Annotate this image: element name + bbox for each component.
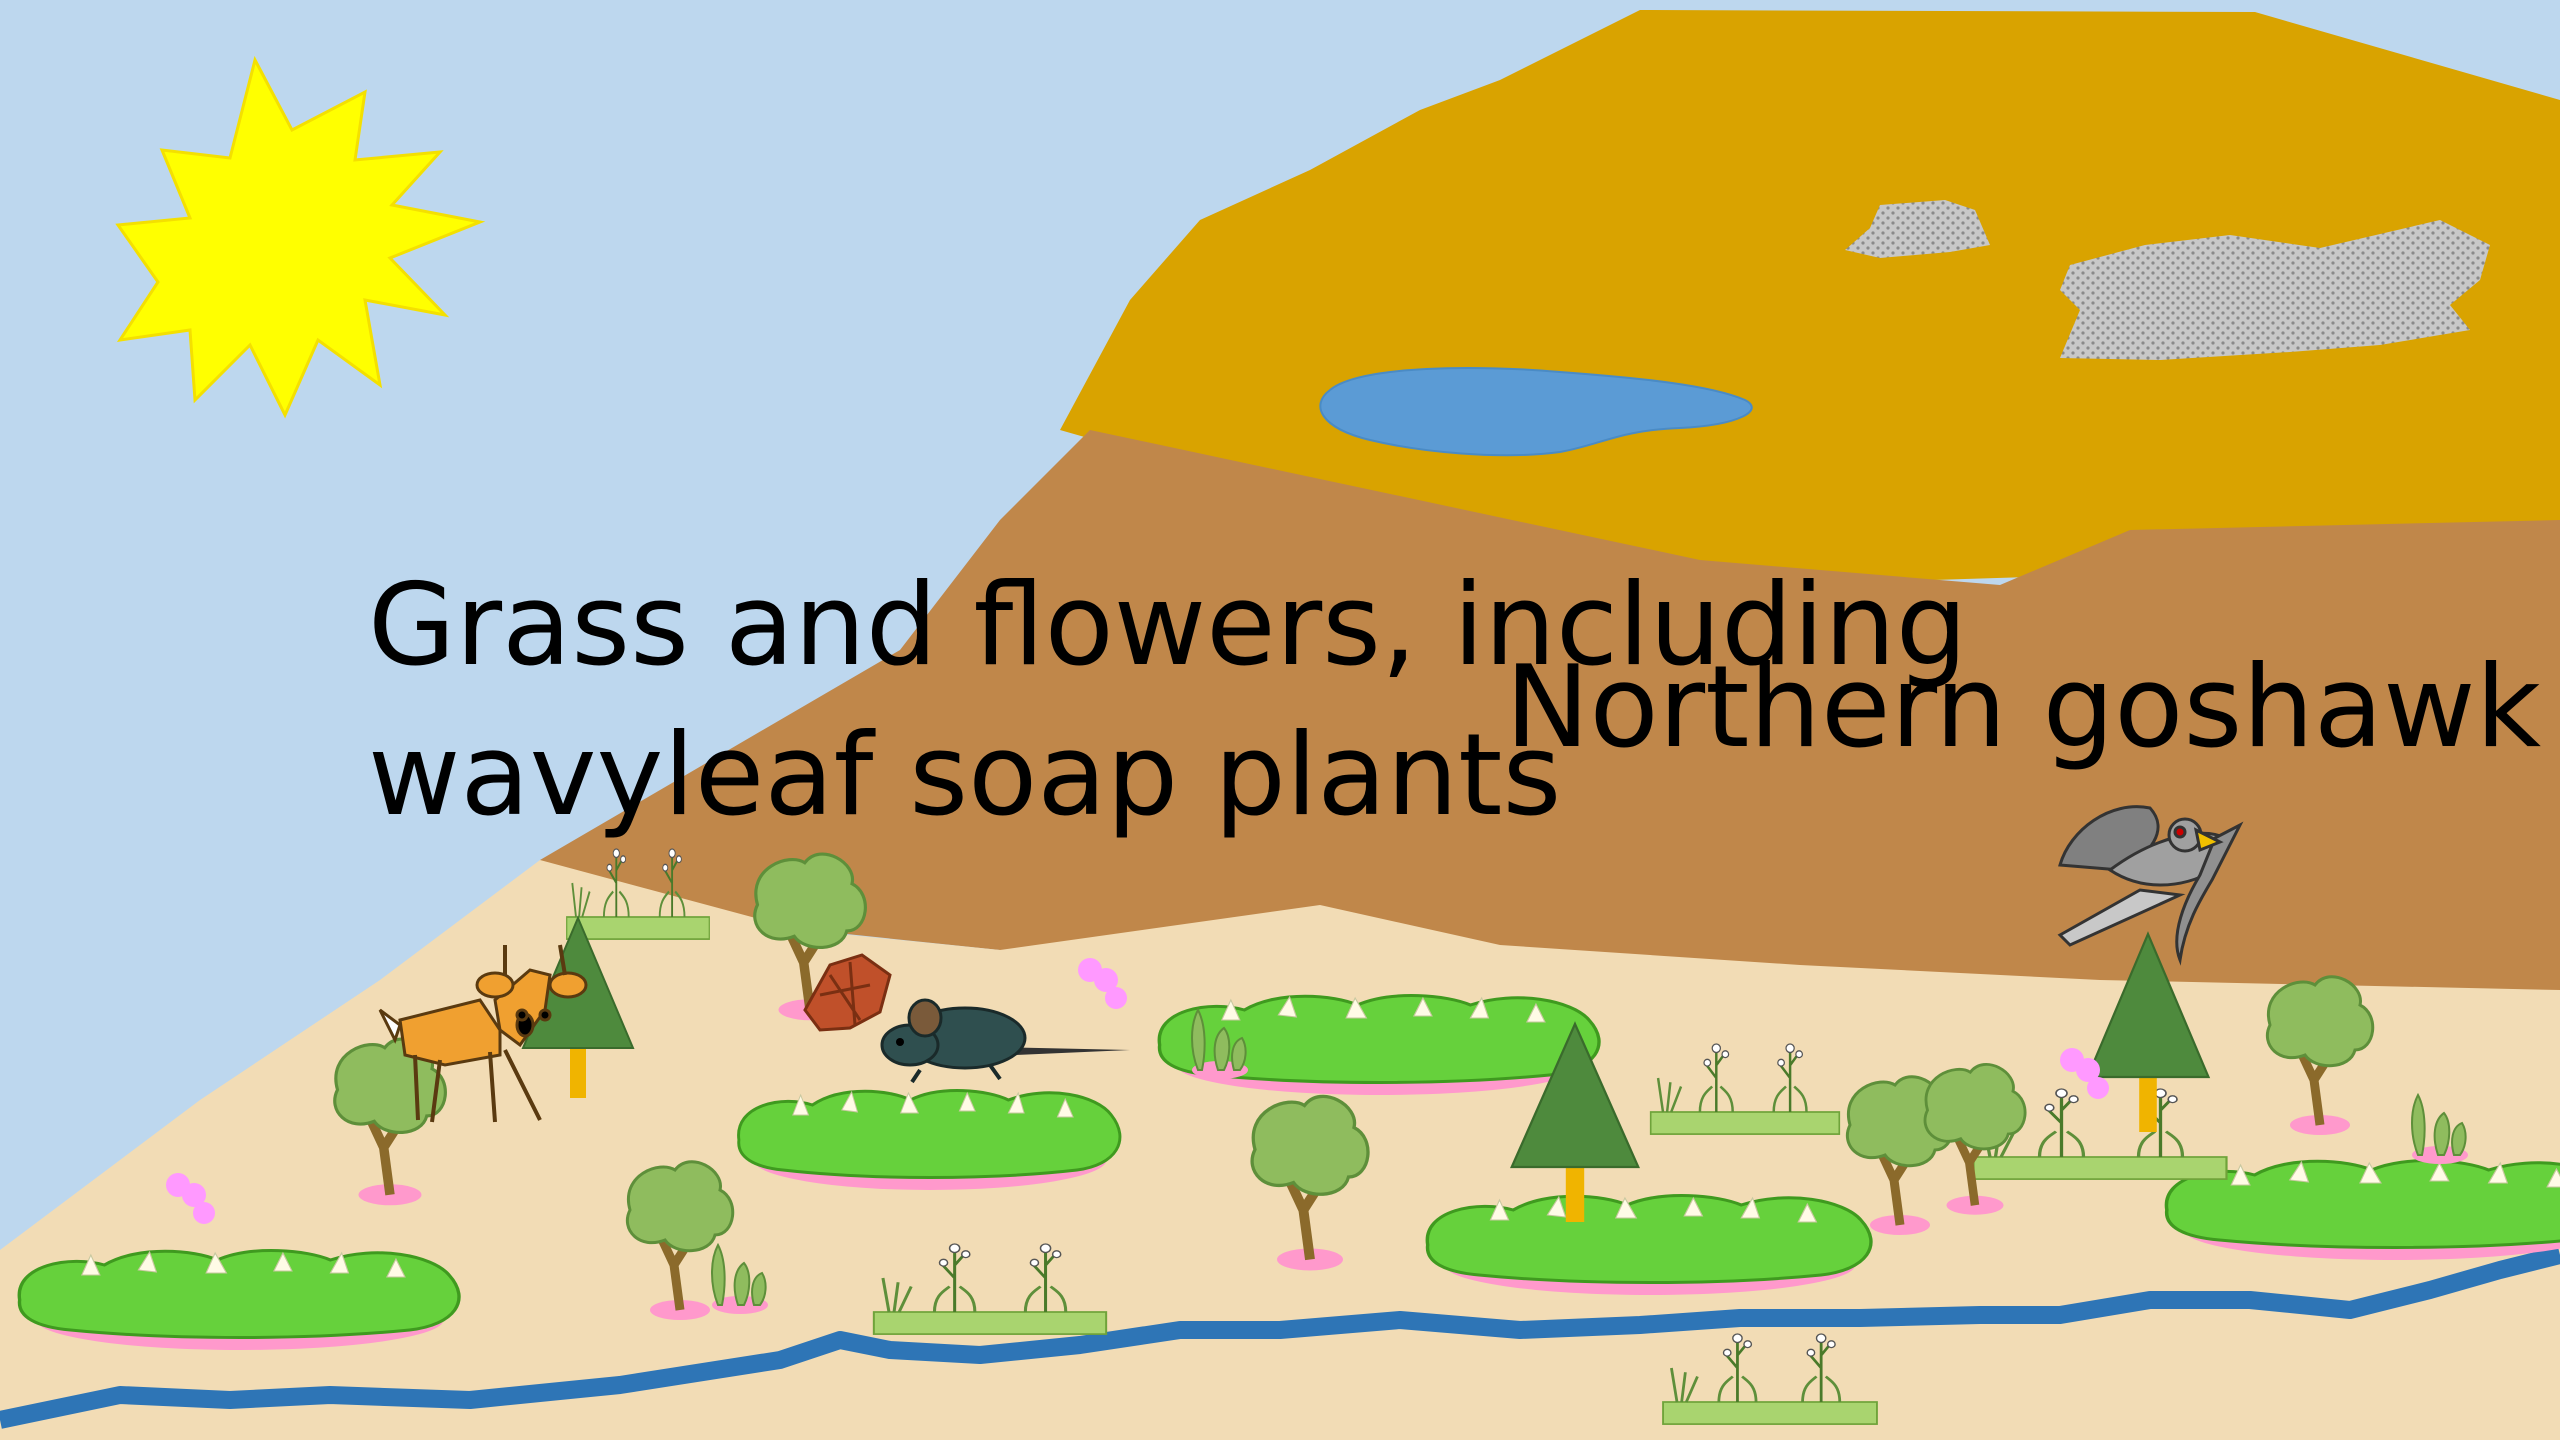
- grass-label-line1: Grass and flowers, including: [368, 559, 1968, 691]
- mouse: [880, 998, 1130, 1084]
- river: [0, 1246, 2560, 1429]
- lake: [1319, 367, 1753, 457]
- pinecone: [803, 953, 892, 1032]
- sun: [115, 55, 486, 419]
- goshawk-label: Northern goshawk: [1505, 641, 2542, 773]
- rock: [1845, 200, 2490, 360]
- grass-label-line2: wavyleaf soap plants: [368, 709, 1562, 841]
- grass-label: Grass and flowers, including wavyleaf so…: [368, 550, 1968, 850]
- deer: [378, 944, 588, 1123]
- mountain-lower: [520, 430, 2560, 1020]
- goshawk: [2057, 805, 2244, 966]
